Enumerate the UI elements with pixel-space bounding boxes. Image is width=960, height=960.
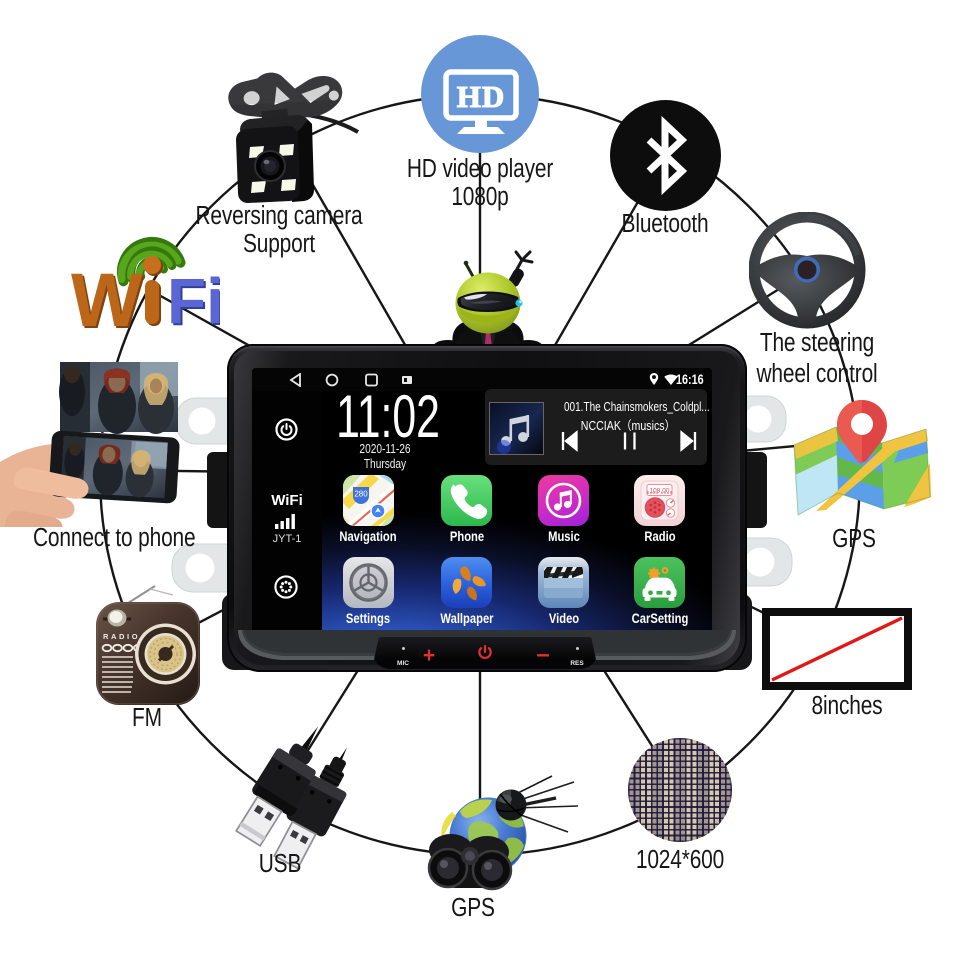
svg-text:W: W: [69, 258, 144, 338]
svg-text:Fi: Fi: [169, 267, 220, 338]
svg-text:108.00: 108.00: [650, 488, 670, 495]
svg-text:HD: HD: [457, 79, 506, 114]
svg-text:W: W: [71, 260, 146, 338]
svg-text:Fi: Fi: [167, 265, 220, 337]
svg-text:RADIO: RADIO: [103, 632, 140, 641]
svg-text:280: 280: [354, 490, 368, 499]
